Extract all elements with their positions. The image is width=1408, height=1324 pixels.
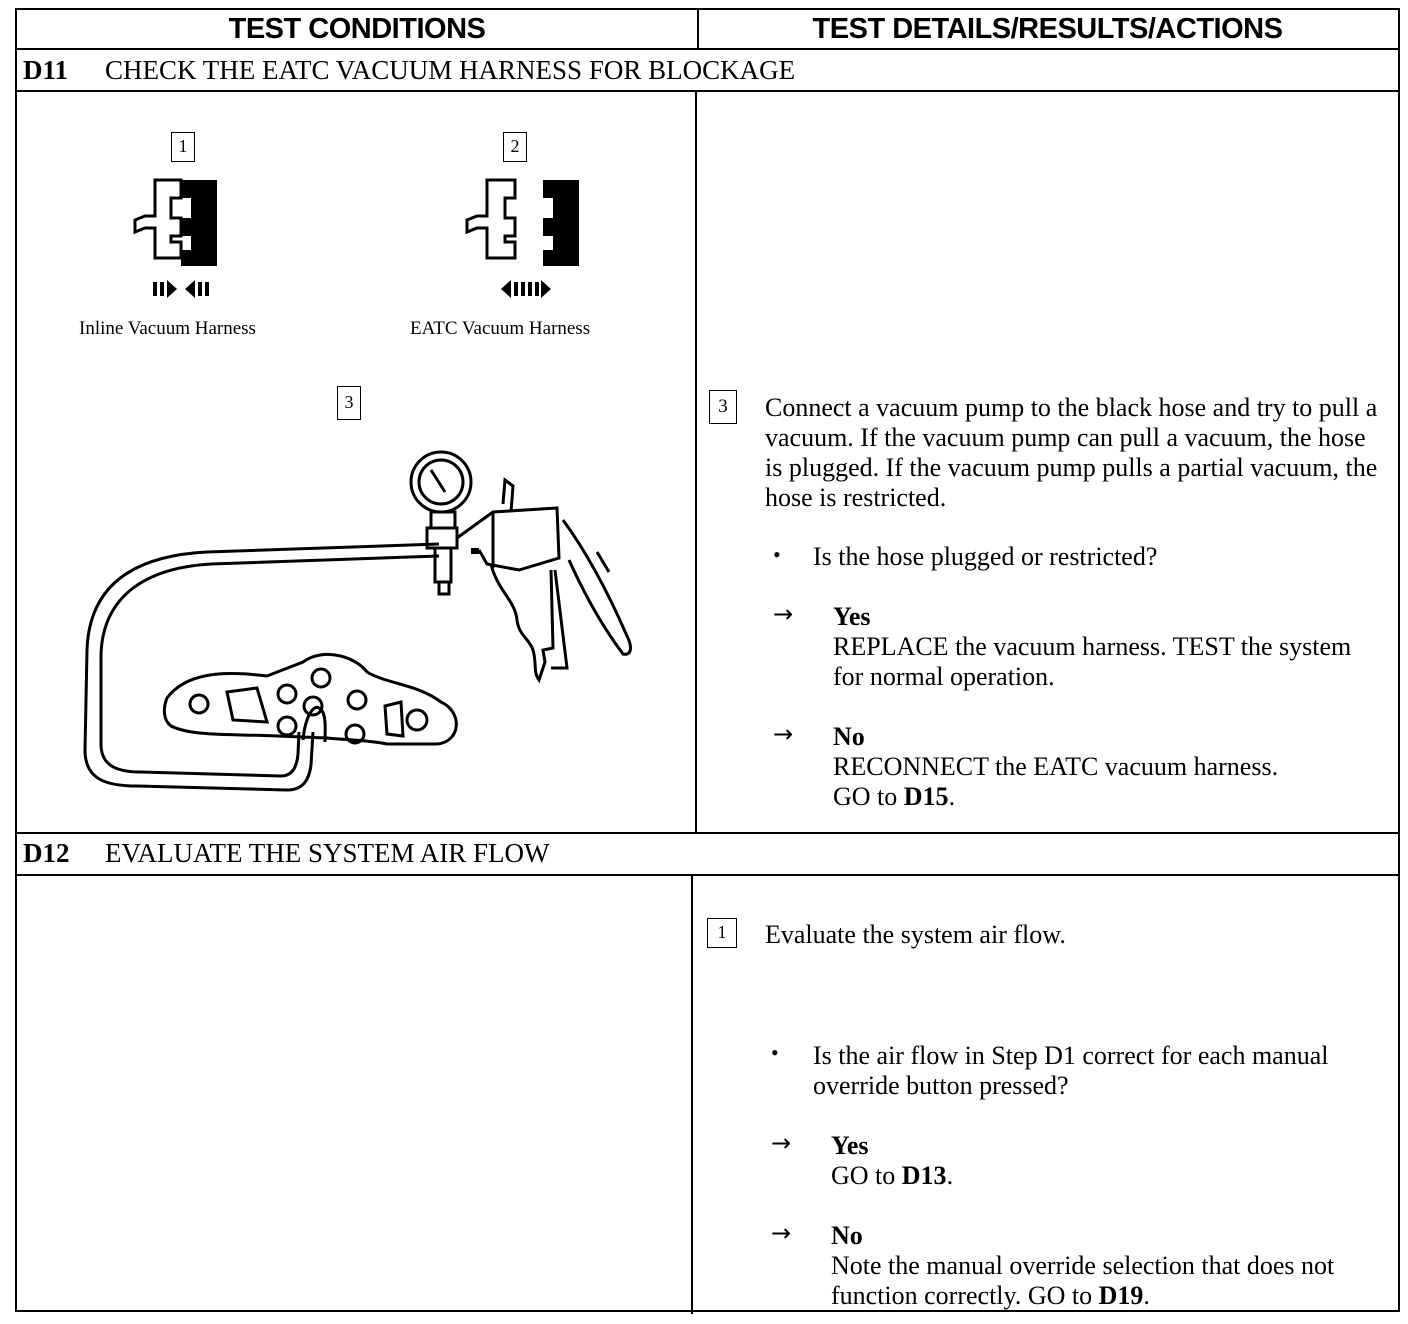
d12-no-label: No (831, 1221, 863, 1250)
callout-3: 3 (337, 386, 361, 420)
d11-bullet-icon: • (773, 542, 781, 567)
d11-no-text: RECONNECT the EATC vacuum harness. (833, 752, 1279, 781)
header-test-conditions: TEST CONDITIONS (17, 10, 697, 50)
d11-yes-label: Yes (833, 602, 871, 631)
d11-yes-text: REPLACE the vacuum harness. TEST the sys… (833, 632, 1352, 691)
header-test-details: TEST DETAILS/RESULTS/ACTIONS (697, 10, 1398, 50)
d12-no-arrow-icon: → (771, 1219, 792, 1247)
callout-2: 2 (503, 132, 527, 162)
header-divider (697, 10, 699, 50)
d12-question: Is the air flow in Step D1 correct for e… (813, 1041, 1329, 1100)
d12-yes-goto-prefix: GO to (831, 1161, 902, 1190)
d12-yes-label: Yes (831, 1131, 869, 1160)
d11-no-label: No (833, 722, 865, 751)
d11-no-goto-target: D15 (903, 782, 949, 811)
d12-yes-goto-target: D13 (901, 1161, 947, 1190)
d12-no-text-body: Note the manual override selection that … (831, 1251, 1335, 1310)
eatc-connector-icon (465, 178, 579, 298)
d11-column-divider (695, 90, 697, 832)
d12-no-goto-suffix: . (1143, 1281, 1150, 1310)
d11-no-arrow-icon: → (773, 720, 794, 748)
procedure-table: TEST CONDITIONS TEST DETAILS/RESULTS/ACT… (15, 8, 1400, 1314)
d11-no-goto-prefix: GO to (833, 782, 904, 811)
section-d11-heading: D11 CHECK THE EATC VACUUM HARNESS FOR BLO… (23, 55, 795, 86)
d12-no-goto-prefix: GO to (1027, 1281, 1099, 1310)
caption-inline-harness: Inline Vacuum Harness (79, 318, 256, 339)
vacuum-pump-illustration (83, 450, 632, 792)
d12-yes-goto-suffix: . (946, 1161, 954, 1190)
caption-eatc-harness: EATC Vacuum Harness (410, 318, 591, 339)
section-d12-code: D12 (23, 838, 70, 868)
d12-top-divider (17, 832, 1398, 834)
step-3-number: 3 (709, 390, 737, 424)
d11-heading-divider (17, 90, 1398, 92)
d11-no-goto: GO to D15. (833, 782, 955, 812)
section-d11-title: CHECK THE EATC VACUUM HARNESS FOR BLOCKA… (105, 55, 796, 85)
section-d12-title: EVALUATE THE SYSTEM AIR FLOW (105, 838, 550, 868)
d12-column-divider (691, 874, 693, 1314)
d12-no-text: Note the manual override selection that … (831, 1251, 1391, 1311)
callout-1: 1 (171, 132, 195, 162)
d12-step-text: Evaluate the system air flow. (765, 920, 1066, 949)
d12-yes-goto: GO to D13. (831, 1161, 953, 1191)
d12-no-goto-target: D19 (1098, 1281, 1144, 1310)
d12-bullet-icon: • (771, 1040, 779, 1065)
d11-question: Is the hose plugged or restricted? (813, 542, 1158, 571)
harness-connectors-illustration (133, 178, 579, 298)
d12-yes-arrow-icon: → (771, 1129, 792, 1157)
step-1-number: 1 (707, 918, 737, 948)
d11-no-goto-suffix: . (948, 782, 956, 811)
d12-heading-divider (17, 874, 1398, 876)
section-d11-code: D11 (23, 55, 69, 85)
inline-connector-icon (133, 178, 217, 298)
d11-yes-arrow-icon: → (773, 600, 794, 628)
section-d12-heading: D12 EVALUATE THE SYSTEM AIR FLOW (23, 838, 550, 869)
d11-step-text: Connect a vacuum pump to the black hose … (765, 393, 1378, 512)
